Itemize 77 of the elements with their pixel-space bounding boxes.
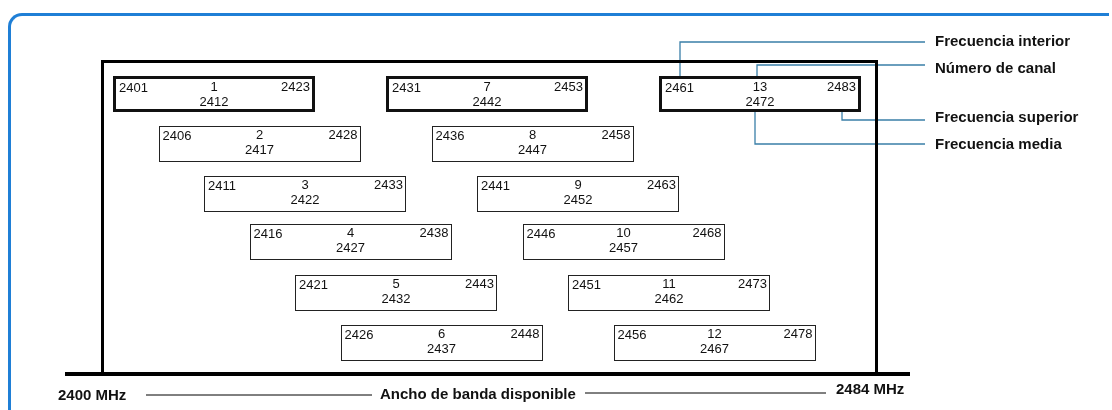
frequency-value: 2437 <box>427 342 456 356</box>
frequency-value: 2427 <box>336 241 365 255</box>
frequency-value: 2478 <box>783 327 813 341</box>
frequency-value: 2462 <box>654 292 684 306</box>
frequency-value: 2448 <box>510 327 540 341</box>
channel-box <box>158 126 361 162</box>
frequency-value: 2406 <box>162 129 192 143</box>
callout-label: Número de canal <box>935 59 1056 77</box>
frequency-value: 2447 <box>518 143 547 157</box>
channel-number: 7 <box>483 80 491 94</box>
frequency-value: 2432 <box>381 292 411 306</box>
frequency-label: 2400 MHz <box>58 386 127 404</box>
frequency-value: 2431 <box>392 81 421 95</box>
callout-label: Frecuencia interior <box>935 32 1071 50</box>
channel-box <box>204 176 406 212</box>
frequency-value: 2457 <box>609 241 638 255</box>
frequency-value: 2446 <box>526 227 556 241</box>
channel-box <box>659 76 861 112</box>
frequency-value: 2412 <box>199 95 229 109</box>
channel-number: 8 <box>528 128 537 142</box>
channel-number: 2 <box>255 128 264 142</box>
channel-box <box>113 76 315 112</box>
frequency-value: 2453 <box>554 80 583 94</box>
leader-line <box>679 41 926 77</box>
channel-number: 6 <box>437 327 446 341</box>
frequency-value: 2473 <box>738 277 767 291</box>
leader-line <box>841 111 926 121</box>
spectrum-frame <box>101 60 878 374</box>
frequency-value: 2441 <box>481 179 510 193</box>
channel-number: 4 <box>346 226 355 240</box>
frequency-value: 2401 <box>119 81 148 95</box>
frequency-value: 2467 <box>700 342 729 356</box>
channel-number: 12 <box>707 327 722 341</box>
frequency-value: 2426 <box>344 328 374 342</box>
frequency-value: 2463 <box>647 178 676 192</box>
channel-number: 13 <box>752 80 768 94</box>
channel-box <box>568 275 770 311</box>
frequency-value: 2442 <box>472 95 502 109</box>
channel-number: 10 <box>616 226 631 240</box>
channel-box <box>295 275 497 311</box>
frequency-value: 2456 <box>617 328 647 342</box>
frequency-label: 2484 MHz <box>836 380 905 398</box>
frequency-value: 2433 <box>374 178 403 192</box>
frequency-value: 2458 <box>601 128 631 142</box>
callout-label: Frecuencia media <box>935 135 1062 153</box>
frequency-value: 2416 <box>253 227 283 241</box>
frequency-value: 2421 <box>299 278 328 292</box>
frequency-value: 2417 <box>245 143 274 157</box>
channel-number: 3 <box>301 178 309 192</box>
leader-line <box>756 64 926 77</box>
leader-line <box>754 111 926 145</box>
channel-number: 5 <box>392 277 400 291</box>
channel-number: 11 <box>662 277 676 291</box>
channel-box <box>431 126 634 162</box>
frequency-value: 2436 <box>435 129 465 143</box>
channel-number: 9 <box>574 178 582 192</box>
frequency-value: 2422 <box>290 193 320 207</box>
callout-label: Frecuencia superior <box>935 108 1079 126</box>
frequency-value: 2438 <box>419 226 449 240</box>
channel-box <box>613 325 816 361</box>
frequency-value: 2428 <box>328 128 358 142</box>
frequency-value: 2423 <box>281 80 310 94</box>
channel-number: 1 <box>210 80 218 94</box>
channel-box <box>477 176 679 212</box>
frequency-value: 2411 <box>208 179 236 193</box>
channel-box <box>386 76 588 112</box>
channel-box <box>522 224 725 260</box>
channel-box <box>249 224 452 260</box>
frequency-value: 2472 <box>745 95 775 109</box>
frequency-value: 2468 <box>692 226 722 240</box>
dimension-label: Ancho de banda disponible <box>380 385 576 403</box>
channel-box <box>340 325 543 361</box>
frequency-value: 2452 <box>563 193 593 207</box>
frequency-value: 2461 <box>665 81 694 95</box>
frequency-value: 2443 <box>465 277 494 291</box>
frequency-value: 2483 <box>827 80 856 94</box>
frequency-value: 2451 <box>572 278 601 292</box>
